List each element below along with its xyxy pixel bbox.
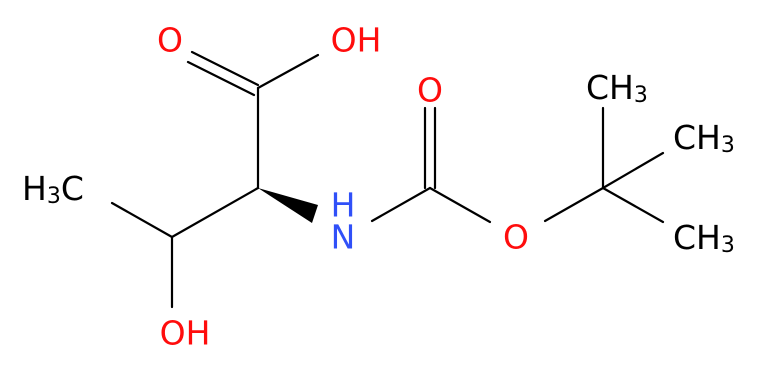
atom-hydroxyl-side: OH [160,314,211,353]
bond-n-carbamate [370,186,432,223]
atoms: O OH H3C H N O O CH3 CH3 CH3 OH [22,21,735,353]
bond-cooh-double-1 [190,50,260,87]
atom-methyl-left: H3C [22,169,84,209]
atom-carbonyl-o-acid: O [157,21,183,60]
bond-cooh-oh [256,53,320,90]
atom-hydroxyl-acid: OH [331,21,382,60]
bond-carbamate-ester [428,186,492,224]
bond-cooh-double-2 [186,60,256,97]
atom-nh-h: H [331,186,356,225]
atom-methyl-top: CH3 [586,68,648,108]
bond-ester-tbu [543,186,605,223]
atom-methyl-mid: CH3 [673,118,735,158]
bonds [110,50,665,309]
atom-carbonyl-o-boc: O [417,71,443,110]
bond-tbu-bottom [601,186,665,224]
atom-nh-n: N [331,218,356,257]
bond-beta-methyl [110,201,174,239]
bond-tbu-mid [601,151,665,190]
bond-alpha-n-wedge [258,188,318,223]
bond-alpha-beta [170,186,260,239]
atom-methyl-bottom: CH3 [673,218,735,258]
atom-ester-o: O [503,218,529,257]
